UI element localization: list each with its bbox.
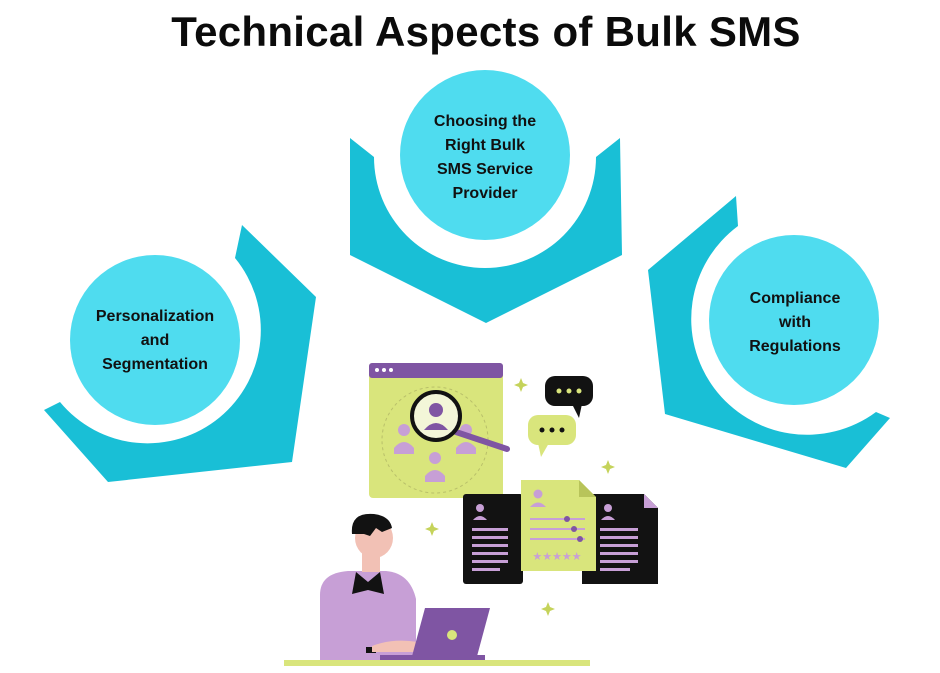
aspect-label-compliance: Compliance with Regulations: [720, 287, 870, 359]
profile-document-right: [582, 494, 658, 584]
aspect-line: Compliance: [749, 290, 841, 307]
sparkle-icon: [541, 602, 555, 616]
cradle-left: [44, 225, 316, 482]
aspect-line: Choosing the: [433, 113, 537, 130]
svg-text:★★★★★: ★★★★★: [532, 550, 581, 563]
aspect-line: and: [140, 332, 170, 349]
aspect-line: Regulations: [749, 338, 841, 355]
aspect-line: Right Bulk: [445, 137, 525, 154]
sparkle-icon: [514, 378, 528, 392]
aspect-line: SMS Service: [436, 161, 534, 178]
person: [320, 513, 418, 660]
sparkle-icon: [601, 460, 615, 474]
laptop: [380, 608, 490, 661]
desk: [284, 660, 590, 666]
sparkle-icon: [425, 522, 439, 536]
aspect-line: Segmentation: [102, 356, 208, 373]
aspect-line: Provider: [452, 185, 518, 202]
aspect-label-service-provider: Choosing the Right Bulk SMS Service Prov…: [400, 110, 570, 206]
profile-document-left: [463, 494, 523, 584]
illustration: ★★★★★: [284, 363, 658, 666]
cradle-top: [350, 138, 622, 323]
circle-right: [709, 235, 879, 405]
cradle-right: [648, 196, 890, 468]
page-title: Technical Aspects of Bulk SMS: [171, 8, 801, 55]
aspect-line: Personalization: [95, 308, 215, 325]
circle-left: [70, 255, 240, 425]
aspect-label-personalization: Personalization and Segmentation: [80, 305, 230, 377]
chat-bubble-light: [528, 415, 576, 457]
aspect-line: with: [779, 314, 811, 331]
circle-top: [400, 70, 570, 240]
profile-document-center: ★★★★★: [521, 480, 596, 571]
chat-bubble-dark: [545, 376, 593, 418]
search-window: [369, 363, 510, 498]
